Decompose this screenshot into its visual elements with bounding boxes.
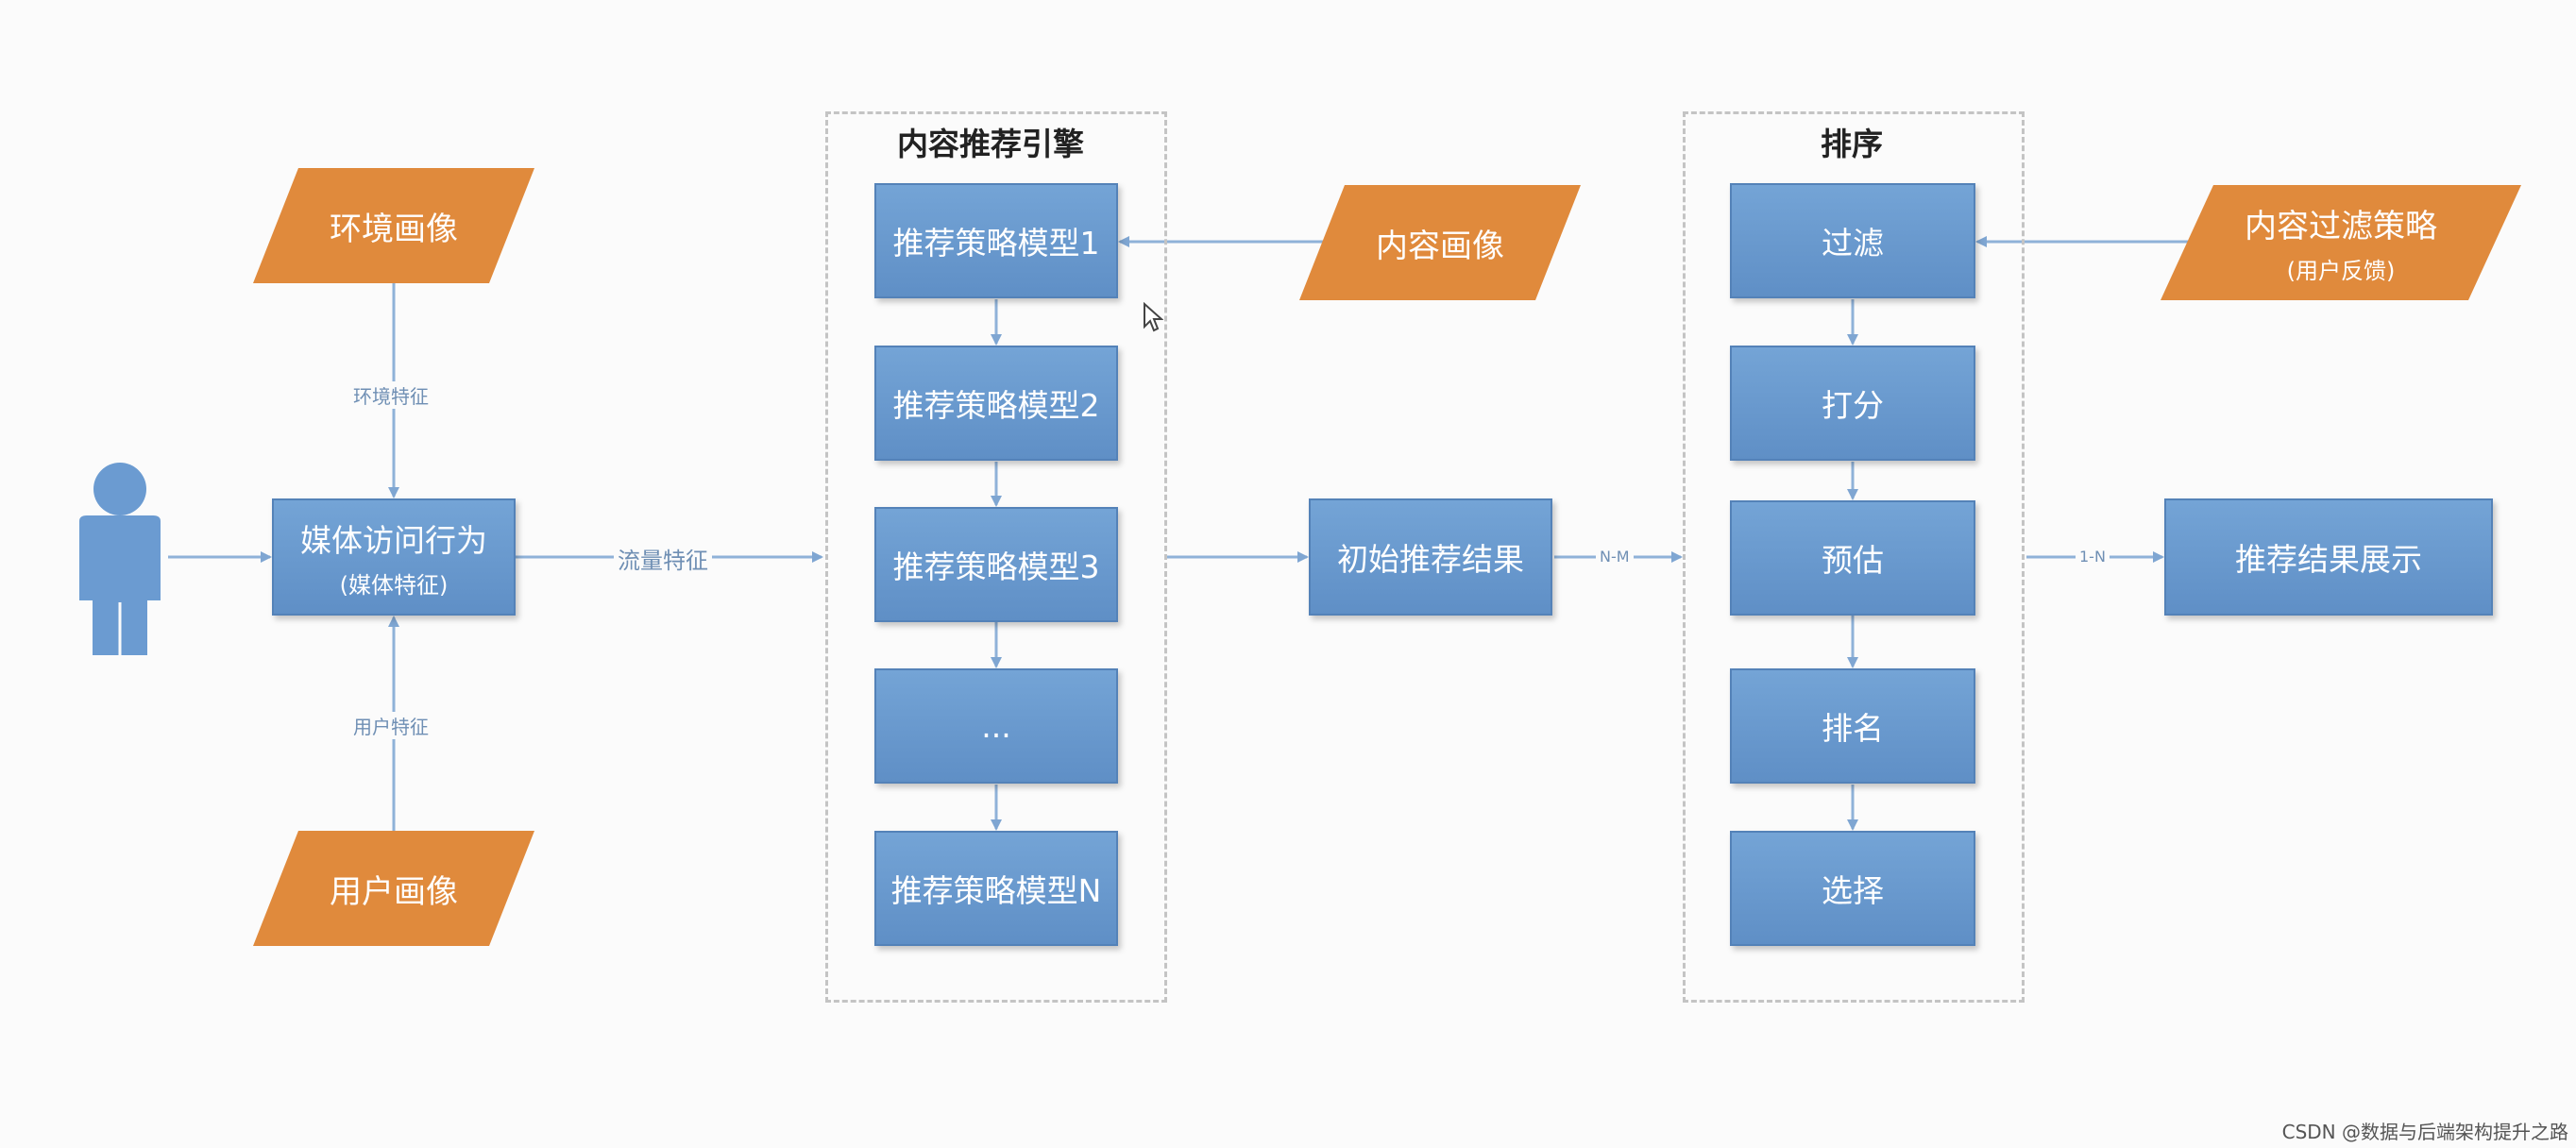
strategy-model-1-label: 推荐策略模型1 — [892, 225, 1100, 262]
strategy-model-ellipsis-label: ... — [981, 707, 1011, 745]
edge-label-traffic-feature: 流量特征 — [614, 542, 712, 575]
strategy-model-1: 推荐策略模型1 — [874, 183, 1118, 298]
result-display-label: 推荐结果展示 — [2235, 541, 2422, 578]
edge-label-env-feature: 环境特征 — [349, 381, 432, 409]
result-display-node: 推荐结果展示 — [2164, 498, 2493, 616]
initial-result-label: 初始推荐结果 — [1337, 541, 1524, 578]
initial-result-node: 初始推荐结果 — [1309, 498, 1552, 616]
content-filter-policy-node: 内容过滤策略 (用户反馈) — [2157, 183, 2525, 302]
user-person-icon — [70, 461, 170, 655]
content-filter-policy-label: 内容过滤策略 — [2245, 208, 2437, 245]
ranking-step-score: 打分 — [1730, 346, 1975, 461]
content-filter-policy-sub: (用户反馈) — [2286, 258, 2396, 284]
recommendation-engine-group — [825, 111, 1167, 1003]
user-profile-node: 用户画像 — [249, 829, 538, 948]
ranking-title: 排序 — [1821, 126, 1883, 162]
environment-profile-label: 环境画像 — [330, 210, 458, 248]
ranking-step-select-label: 选择 — [1822, 872, 1884, 909]
content-profile-label: 内容画像 — [1376, 227, 1504, 265]
strategy-model-3: 推荐策略模型3 — [874, 507, 1118, 622]
ranking-group — [1683, 111, 2025, 1003]
ranking-step-rank-label: 排名 — [1822, 710, 1884, 747]
strategy-model-n: 推荐策略模型N — [874, 831, 1118, 946]
strategy-model-2: 推荐策略模型2 — [874, 346, 1118, 461]
ranking-step-estimate: 预估 — [1730, 500, 1975, 616]
ranking-step-estimate-label: 预估 — [1822, 542, 1884, 579]
user-profile-label: 用户画像 — [330, 872, 458, 911]
edge-label-n-m: N-M — [1596, 548, 1634, 566]
strategy-model-2-label: 推荐策略模型2 — [892, 387, 1100, 424]
ranking-step-select: 选择 — [1730, 831, 1975, 946]
content-profile-node: 内容画像 — [1296, 183, 1585, 302]
recommendation-engine-title: 内容推荐引擎 — [897, 126, 1084, 162]
edge-label-user-feature: 用户特征 — [349, 712, 432, 739]
ranking-step-rank: 排名 — [1730, 668, 1975, 784]
ranking-step-filter: 过滤 — [1730, 183, 1975, 298]
strategy-model-3-label: 推荐策略模型3 — [892, 549, 1100, 585]
mouse-cursor-icon — [1143, 301, 1164, 338]
edge-label-1-n: 1-N — [2076, 548, 2110, 566]
strategy-model-n-label: 推荐策略模型N — [890, 872, 1102, 909]
watermark: CSDN @数据与后端架构提升之路 — [2281, 1121, 2568, 1143]
media-access-sub: (媒体特征) — [339, 571, 449, 599]
media-access-label: 媒体访问行为 — [300, 521, 487, 559]
media-access-node: 媒体访问行为 (媒体特征) — [272, 498, 516, 616]
ranking-step-score-label: 打分 — [1822, 387, 1884, 424]
environment-profile-node: 环境画像 — [249, 166, 538, 285]
strategy-model-ellipsis: ... — [874, 668, 1118, 784]
ranking-step-filter-label: 过滤 — [1822, 225, 1884, 262]
